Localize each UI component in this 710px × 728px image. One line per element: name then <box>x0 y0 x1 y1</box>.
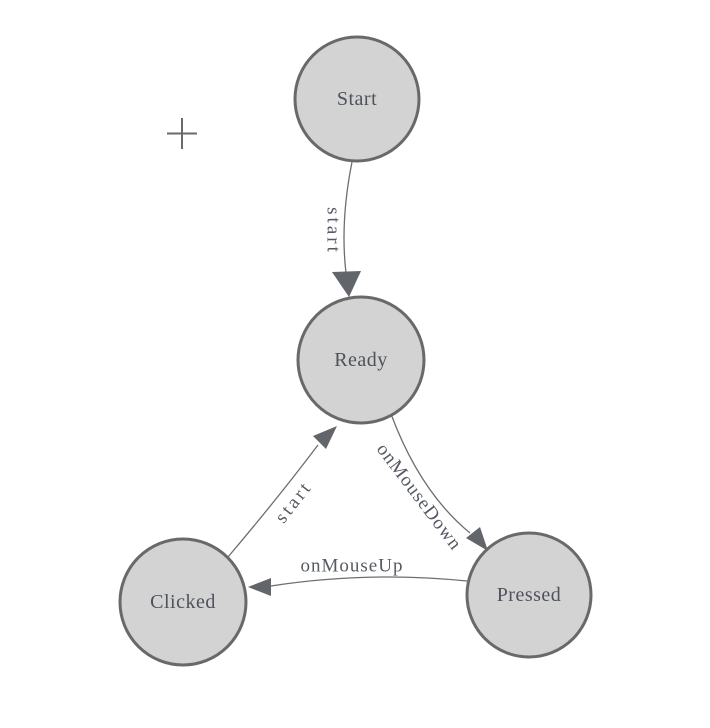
node-start-circle[interactable] <box>293 35 421 163</box>
edge-clicked-to-ready: start <box>227 426 337 558</box>
node-pressed-label: Pressed <box>497 584 562 606</box>
edge-label-start-top: start <box>323 207 344 255</box>
edge-label-onmousedown: onMouseDown <box>372 439 466 554</box>
edge-label-onmouseup: onMouseUp <box>301 556 404 577</box>
edge-path <box>227 444 319 558</box>
edge-label-start-diagonal: start <box>271 477 317 528</box>
node-ready-label: Ready <box>334 349 388 371</box>
arrowhead-icon <box>313 426 337 449</box>
plus-crosshair-icon <box>167 118 197 149</box>
arrowhead-icon <box>466 527 488 551</box>
edge-path <box>343 161 353 274</box>
node-clicked-label: Clicked <box>150 591 216 613</box>
arrowhead-icon <box>332 271 361 297</box>
node-start-label: Start <box>337 88 377 110</box>
edge-path <box>270 576 468 587</box>
node-ready-circle[interactable] <box>296 295 426 425</box>
node-pressed[interactable]: Pressed <box>465 531 593 659</box>
node-ready[interactable]: Ready <box>296 295 426 425</box>
edge-pressed-to-clicked: onMouseUp <box>248 556 468 596</box>
node-clicked[interactable]: Clicked <box>118 537 248 667</box>
arrowhead-icon <box>248 578 271 596</box>
edge-start-to-ready: start <box>323 161 361 297</box>
edge-ready-to-pressed: onMouseDown <box>372 413 488 555</box>
edge-path <box>390 413 471 534</box>
node-start[interactable]: Start <box>293 35 421 163</box>
node-pressed-circle[interactable] <box>465 531 593 659</box>
node-clicked-circle[interactable] <box>118 537 248 667</box>
